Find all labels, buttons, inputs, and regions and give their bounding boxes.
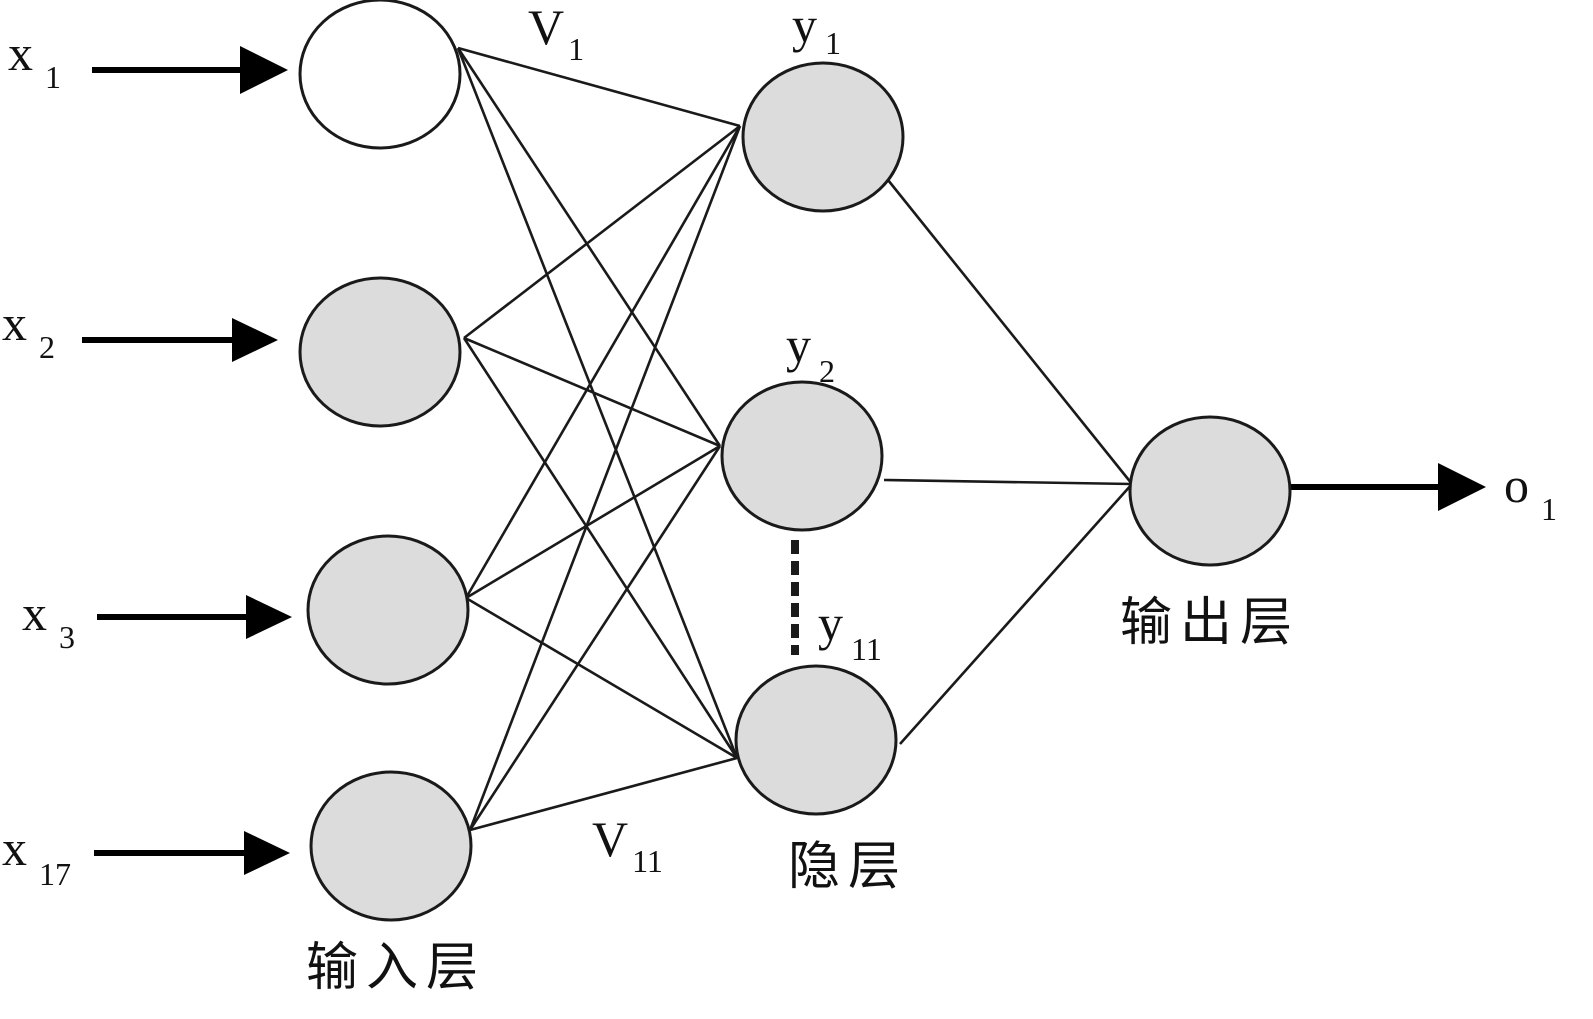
connection-y1-o1 xyxy=(886,179,1134,485)
layer-labels: 输入层 隐层 输出层 xyxy=(306,593,1300,998)
input-arrow-1 xyxy=(92,46,288,94)
layer-label-output: 输出层 xyxy=(1120,593,1300,653)
connection-y3-o1 xyxy=(899,483,1133,745)
hidden-node-y1 xyxy=(741,61,905,213)
connection-x2-y2 xyxy=(463,336,721,448)
connection-x1-y1 xyxy=(457,46,741,128)
connection-x2-y1 xyxy=(463,124,741,340)
connection-y2-o1 xyxy=(883,478,1133,486)
connection-x1-y3 xyxy=(456,47,739,759)
input-arrow-4 xyxy=(94,831,290,875)
output-arrow xyxy=(1290,463,1486,511)
layer-label-input: 输入层 xyxy=(306,938,486,998)
connection-x4-y1 xyxy=(468,125,742,831)
connections-layer xyxy=(456,46,1134,832)
connection-x3-y1 xyxy=(464,125,742,599)
connection-x1-y2 xyxy=(456,47,722,447)
connection-x4-y3 xyxy=(469,756,738,832)
input-node-x3 xyxy=(306,534,470,686)
hidden-layer-nodes xyxy=(720,61,905,816)
hidden-node-y2 xyxy=(720,380,884,532)
input-arrow-3 xyxy=(97,595,292,639)
connection-x2-y3 xyxy=(462,337,739,759)
connection-x4-y2 xyxy=(468,445,722,831)
input-arrow-2 xyxy=(82,318,278,362)
connection-x3-y2 xyxy=(465,444,721,600)
hidden-node-y11 xyxy=(734,664,898,816)
input-node-x17 xyxy=(309,770,473,922)
input-node-x2 xyxy=(298,276,462,428)
connection-x3-y3 xyxy=(465,596,738,760)
input-arrows xyxy=(82,46,292,875)
output-node-o1 xyxy=(1128,415,1292,567)
input-node-x1 xyxy=(298,0,462,150)
input-layer-nodes xyxy=(298,0,473,922)
layer-label-hidden: 隐层 xyxy=(788,837,908,897)
